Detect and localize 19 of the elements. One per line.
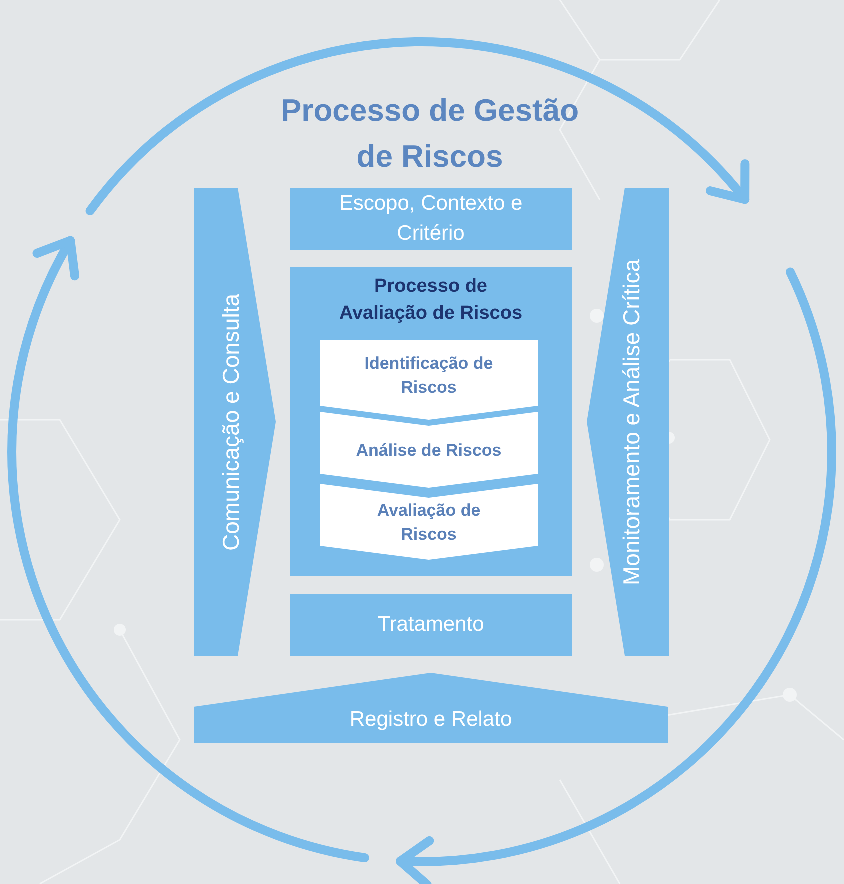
pointed-banner	[194, 673, 668, 743]
chevron-step	[320, 484, 538, 560]
vertical-label: Monitoramento e Análise Crítica	[620, 259, 644, 585]
step-label: Avaliação de Riscos	[376, 500, 482, 546]
chevron-step	[320, 412, 538, 488]
tapered-bar	[587, 188, 669, 656]
tapered-bar	[194, 188, 276, 656]
diagram-title: Processo de Gestão de Riscos	[280, 92, 580, 176]
box-label: Escopo, Contexto e Critério	[338, 191, 524, 247]
chevron-step	[320, 340, 538, 420]
box-label: Tratamento	[376, 612, 486, 638]
process-box	[290, 188, 572, 250]
group-title: Processo de Avaliação de Riscos	[338, 275, 524, 326]
step-label: Identificação de Riscos	[364, 353, 494, 399]
process-box	[290, 594, 572, 656]
vertical-label: Comunicação e Consulta	[220, 294, 242, 550]
group-box	[290, 267, 572, 576]
box-label: Registro e Relato	[348, 707, 514, 733]
step-label: Análise de Riscos	[355, 440, 503, 462]
